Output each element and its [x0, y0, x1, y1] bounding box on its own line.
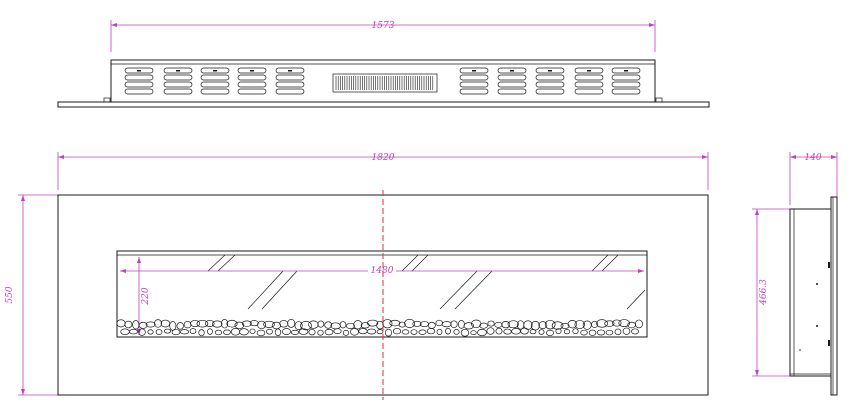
front-view: 1820 550	[5, 152, 709, 400]
side-view: 140 466.3	[752, 152, 838, 396]
side-front-panel	[830, 196, 838, 396]
top-louvers	[124, 67, 641, 95]
opening-width-label: 1480	[371, 266, 394, 276]
front-width-dimension: 1820	[57, 152, 709, 190]
front-width-label: 1820	[372, 153, 395, 163]
side-height-dimension: 466.3	[752, 208, 790, 377]
top-flange	[57, 101, 710, 108]
glass-reflections	[207, 254, 646, 310]
top-body-outline	[110, 59, 656, 103]
top-center-grille	[332, 73, 438, 93]
side-depth-dimension: 140	[789, 152, 838, 205]
pebble-bed	[116, 318, 643, 337]
opening-height-label: 220	[141, 287, 151, 305]
side-body	[789, 208, 832, 377]
front-height-label: 550	[5, 286, 15, 303]
top-width-dimension: 1573	[110, 20, 656, 52]
opening-width-dimension: 1480	[120, 264, 644, 276]
top-width-label: 1573	[372, 21, 395, 31]
front-height-dimension: 550	[5, 194, 58, 396]
glass-opening	[116, 250, 648, 338]
side-depth-label: 140	[804, 153, 821, 163]
top-view: 1573	[57, 20, 710, 108]
side-height-label: 466.3	[759, 279, 769, 306]
